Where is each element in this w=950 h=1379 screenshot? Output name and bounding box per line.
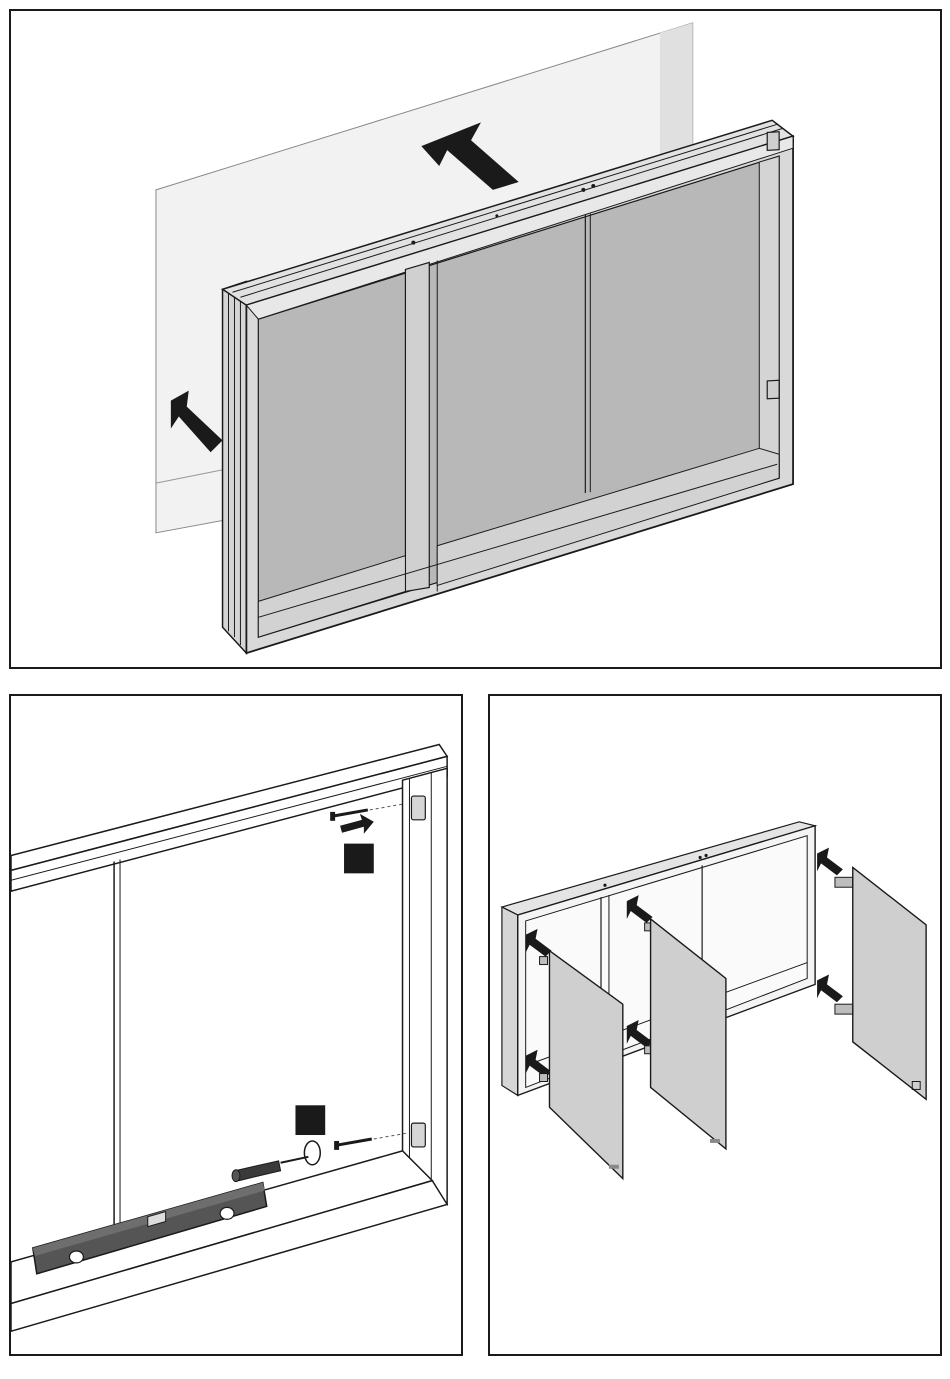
step-panel-mount-cabinet [9,9,942,669]
hinge-bracket-icon [411,796,425,820]
arrow-icon [817,848,843,876]
step-marker-icon [344,844,374,874]
arrow-icon [340,814,374,834]
screwdriver-icon [232,1157,308,1182]
hinge-bracket-icon [767,132,779,151]
hinge-bracket-icon [767,380,779,399]
hinge-bracket-icon [835,877,853,887]
back-panel [853,867,926,1099]
arrow-icon [817,974,843,1002]
cabinet-divider [405,262,429,591]
screw-level-illustration [11,696,461,1354]
step-marker-icon [295,1105,325,1135]
screw-icon [334,1133,407,1150]
insert-panels-illustration [490,696,940,1354]
mount-cabinet-illustration [11,11,940,667]
step-panel-screw-level [9,694,463,1356]
rotation-icon [304,1141,320,1165]
hinge-bracket-icon [835,1004,853,1014]
hinge-bracket-icon [411,1123,425,1147]
step-panel-insert-back-panels [488,694,942,1356]
